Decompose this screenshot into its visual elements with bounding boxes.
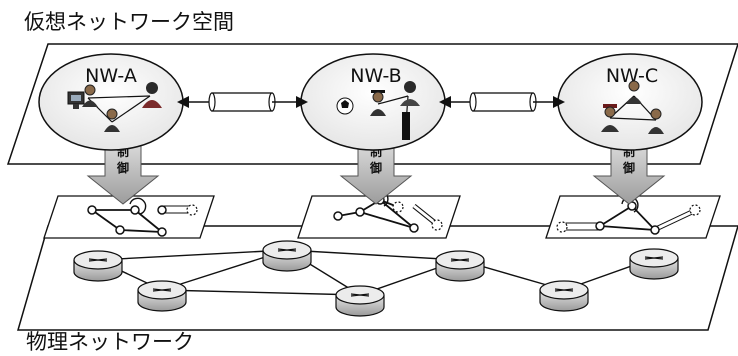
- router-3: [262, 240, 312, 272]
- network-b-label: NW-B: [350, 65, 401, 87]
- router-7: [629, 248, 679, 280]
- router-6: [539, 280, 589, 312]
- controller-card-c: [545, 195, 721, 239]
- router-2: [137, 280, 187, 312]
- physical-plane: [17, 225, 738, 331]
- control-label-line2: 御: [116, 160, 129, 175]
- bar-icon: [402, 112, 410, 140]
- person-icon: [82, 84, 98, 107]
- control-label-line2: 御: [622, 160, 635, 175]
- pipe-link-b-c: [439, 92, 565, 112]
- graduate-icon: [370, 90, 386, 116]
- pipe-link-a-b: [177, 92, 308, 112]
- person-icon: [142, 82, 162, 108]
- virtual-network-space-heading: 仮想ネットワーク空間: [24, 10, 234, 34]
- computer-icon: [67, 91, 85, 109]
- person-icon: [400, 81, 420, 106]
- police-officer-icon: [601, 104, 619, 132]
- router-4: [335, 285, 385, 317]
- control-label-line2: 御: [369, 160, 382, 175]
- router-5: [435, 250, 485, 282]
- person-icon: [104, 108, 120, 132]
- controller-card-a: [43, 195, 215, 239]
- person-icon: [648, 108, 664, 134]
- network-b-members: [336, 81, 420, 140]
- person-icon: [626, 80, 642, 104]
- soccer-ball-icon: [336, 97, 354, 115]
- controller-card-b: [297, 190, 461, 239]
- router-1: [73, 250, 123, 282]
- network-a-label: NW-A: [85, 65, 137, 87]
- network-c-members: [601, 80, 664, 134]
- network-c-label: NW-C: [606, 65, 658, 87]
- physical-network-heading: 物理ネットワーク: [26, 330, 194, 354]
- network-a-members: [67, 82, 162, 132]
